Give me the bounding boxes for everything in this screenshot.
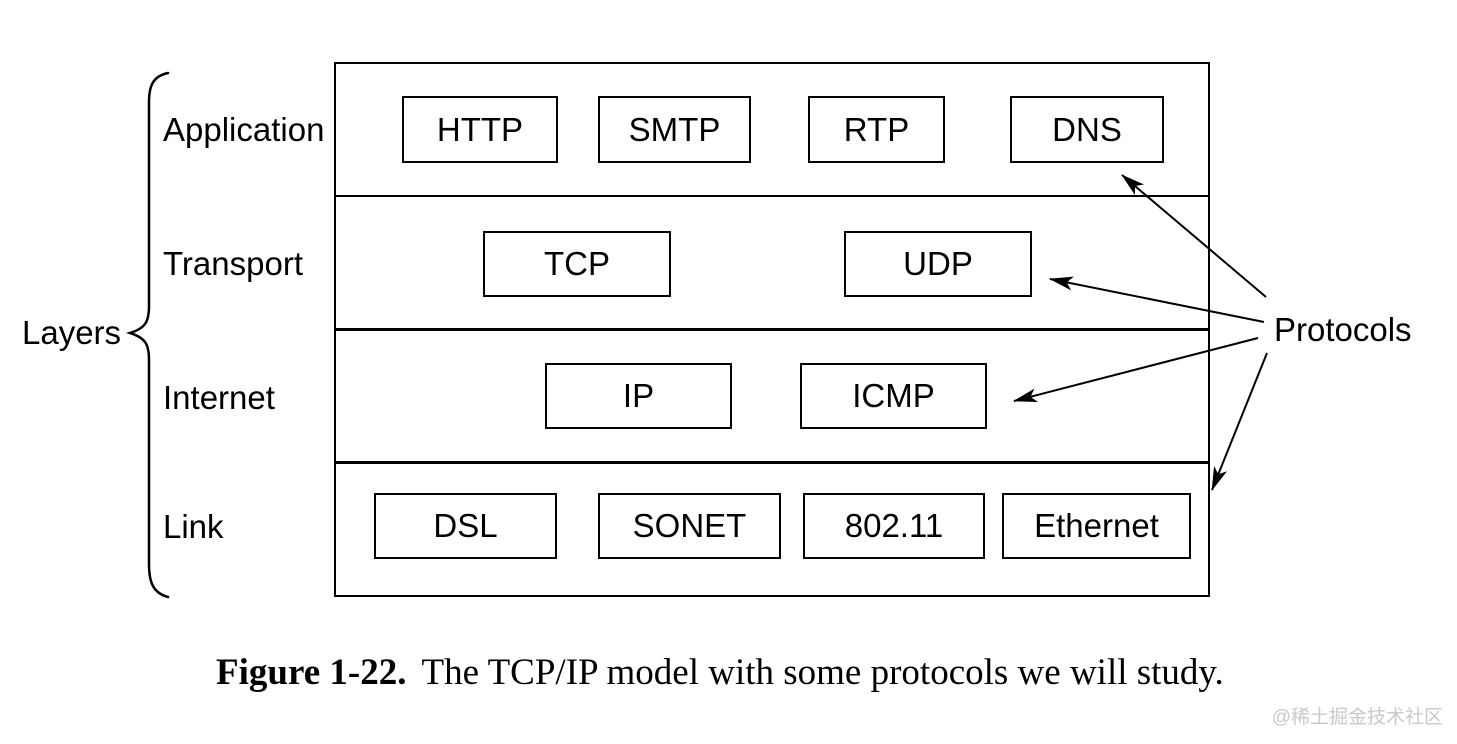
layer-label-internet: Internet [163,379,275,416]
protocol-box-icmp: ICMP [800,363,987,429]
divider-application-transport [334,195,1210,197]
protocol-box-ip: IP [545,363,732,429]
figure-caption: Figure 1-22. The TCP/IP model with some p… [216,651,1224,694]
protocol-box-rtp: RTP [808,96,945,163]
layer-label-transport: Transport [163,245,303,282]
watermark-text: @稀土掘金技术社区 [1271,707,1443,728]
protocol-box-udp: UDP [844,231,1032,297]
protocol-box-sonet: SONET [598,493,781,559]
protocol-box-ethernet: Ethernet [1002,493,1191,559]
layers-group-label: Layers [22,314,122,351]
figure-caption-number: Figure 1-22. [216,652,407,693]
divider-internet-link [334,461,1210,464]
protocol-box-802-11: 802.11 [803,493,985,559]
protocol-box-http: HTTP [402,96,558,163]
layer-label-application: Application [163,111,325,148]
arrow-protocols-to-link-layer [1211,352,1268,491]
divider-transport-internet [334,328,1210,331]
protocol-box-dns: DNS [1010,96,1164,163]
protocol-box-dsl: DSL [374,493,557,559]
protocol-box-tcp: TCP [483,231,671,297]
layer-label-link: Link [163,508,224,545]
protocol-box-smtp: SMTP [598,96,751,163]
protocols-annotation-label: Protocols [1274,311,1412,348]
figure-caption-text: The TCP/IP model with some protocols we … [421,652,1224,693]
